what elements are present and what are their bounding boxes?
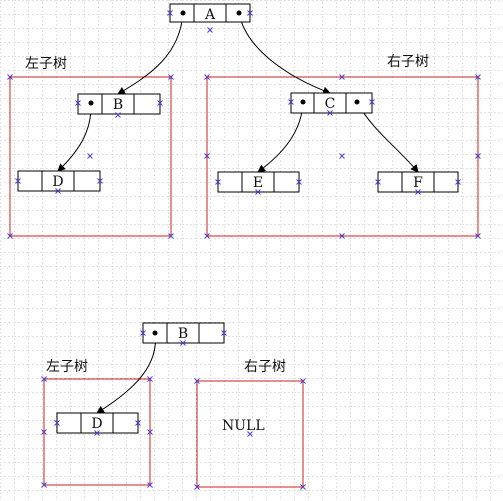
lower-node-B-left-pointer-dot [152,330,158,336]
handle-marker-icon [339,153,345,159]
handle-marker-icon [204,233,210,239]
node-E-label: E [253,175,263,191]
handle-marker-icon [475,233,481,239]
node-B-right-field [133,93,161,115]
edge-A-B [117,12,184,95]
handle-marker-icon [135,420,141,426]
handle-marker-icon [300,484,306,490]
node-F-left-field [377,171,403,193]
handle-marker-icon [147,429,153,435]
lower-node-D-right-field [112,412,139,434]
edge-B2-D2 [96,332,156,414]
handle-marker-icon [7,74,13,80]
handle-marker-icon [115,112,121,118]
lower-node-D-left-field [56,412,82,434]
right-subtree-label: 右子树 [387,54,429,70]
node-B-label: B [113,97,123,113]
handle-marker-icon [215,179,221,185]
lower-node-D-label: D [91,416,102,432]
node-E-left-field [217,171,243,193]
node-E-right-field [273,171,300,193]
handle-marker-icon [54,420,60,426]
handle-marker-icon [247,431,253,437]
lower-node-B: B [142,322,225,344]
handle-marker-icon [87,153,93,159]
node-A-left-pointer-dot [180,10,186,16]
node-E: E [217,171,300,193]
handle-marker-icon [167,10,173,16]
node-C-left-pointer-dot [300,99,306,105]
handle-marker-icon [327,110,333,116]
handle-marker-icon [369,99,375,105]
handle-marker-icon [168,233,174,239]
node-A-label: A [204,7,216,23]
node-F: F [377,171,459,193]
node-C: C [290,92,373,114]
node-D-left-field [17,170,43,192]
handle-marker-icon [255,189,261,195]
handle-marker-icon [207,27,213,33]
node-C-label: C [325,96,336,112]
lower-right-subtree-region [196,380,304,488]
handle-marker-icon [168,74,174,80]
handle-marker-icon [140,330,146,336]
node-F-label: F [413,175,423,191]
handle-marker-icon [339,233,345,239]
node-B: B [77,93,161,115]
handle-marker-icon [296,179,302,185]
node-A-right-pointer-dot [236,10,242,16]
handle-marker-icon [94,430,100,436]
node-C-right-pointer-dot [354,99,360,105]
handle-marker-icon [339,74,345,80]
handle-marker-icon [194,484,200,490]
handle-marker-icon [475,74,481,80]
handle-marker-icon [75,100,81,106]
node-D: D [17,170,101,192]
edge-A-C [238,12,331,95]
handle-marker-icon [221,330,227,336]
handle-marker-icon [204,74,210,80]
selection-handles [7,10,481,490]
handle-marker-icon [415,189,421,195]
handle-marker-icon [147,376,153,382]
handle-marker-icon [375,179,381,185]
handle-marker-icon [15,178,21,184]
handle-marker-icon [194,378,200,384]
handle-marker-icon [455,179,461,185]
handle-marker-icon [475,153,481,159]
left-subtree-region [9,76,172,237]
node-B-left-pointer-dot [88,100,94,106]
handle-marker-icon [41,429,47,435]
handle-marker-icon [157,100,163,106]
lower-node-B-label: B [178,326,188,342]
lower-node-B-right-field [198,322,225,344]
handle-marker-icon [288,99,294,105]
node-D-right-field [73,170,101,192]
handle-marker-icon [247,10,253,16]
lower-node-D: D [56,412,139,434]
node-A: A [169,3,251,23]
handle-marker-icon [55,188,61,194]
lower-left-subtree-label: 左子树 [46,359,88,375]
node-F-right-field [433,171,459,193]
handle-marker-icon [180,340,186,346]
handle-marker-icon [204,153,210,159]
left-subtree-label: 左子树 [25,56,67,72]
handle-marker-icon [97,178,103,184]
handle-marker-icon [41,376,47,382]
handle-marker-icon [300,378,306,384]
node-D-label: D [52,174,63,190]
handle-marker-icon [147,482,153,488]
handle-marker-icon [41,482,47,488]
lower-right-subtree-label: 右子树 [244,359,286,375]
null-label: NULL [222,418,265,434]
handle-marker-icon [7,233,13,239]
